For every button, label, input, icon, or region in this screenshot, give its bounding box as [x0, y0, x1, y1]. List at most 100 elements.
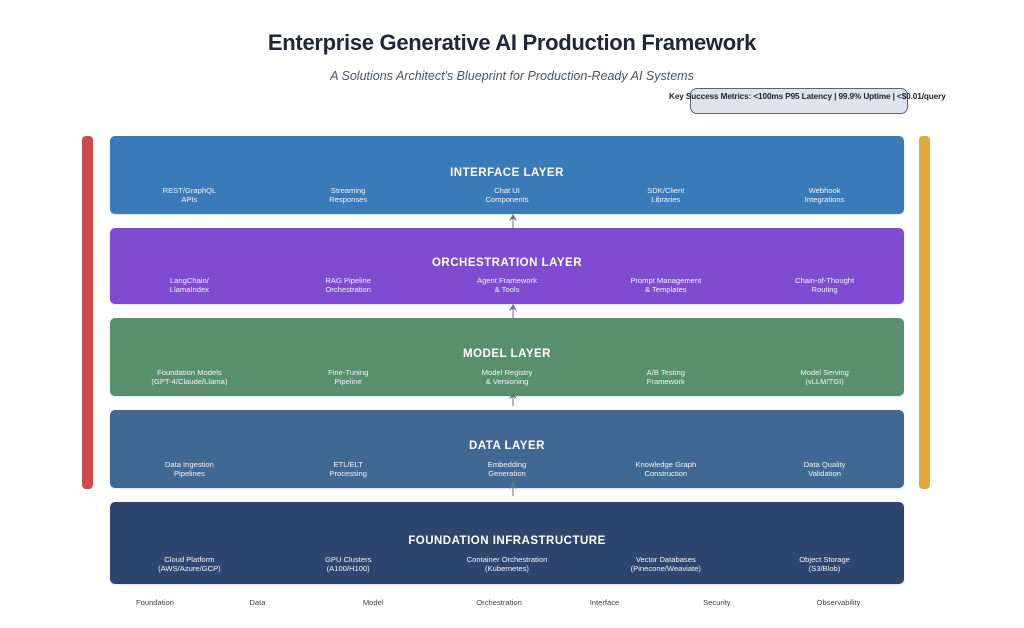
layer-item-line1: LangChain/	[169, 276, 209, 285]
legend-item-model: Model	[362, 598, 384, 607]
key-metrics-text: Key Success Metrics: <100ms P95 Latency …	[669, 92, 946, 101]
layer-item-line2: Pipeline	[334, 377, 362, 387]
layer-item[interactable]: Cloud Platform(AWS/Azure/GCP)	[110, 555, 269, 574]
layer-item[interactable]: Container Orchestration(Kubernetes)	[428, 555, 587, 574]
legend-item-security: Security	[703, 598, 731, 607]
layer-item-line2: (Pinecone/Weaviate)	[630, 564, 701, 574]
layer-item[interactable]: Model Serving(vLLM/TGI)	[745, 368, 904, 387]
layer-title: INTERFACE LAYER	[450, 167, 564, 179]
layer-model[interactable]: MODEL LAYER Foundation Models(GPT-4/Claud…	[110, 318, 904, 396]
layer-item-line1: Webhook	[808, 186, 841, 195]
layer-item-line1: Cloud Platform	[164, 555, 215, 564]
observability-rail	[919, 136, 930, 489]
layer-item-line2: Pipelines	[173, 469, 205, 479]
layer-item-line2: Generation	[488, 469, 526, 479]
connector-data-to-model	[508, 392, 518, 406]
layer-item-line2: (GPT-4/Claude/Llama)	[151, 377, 228, 387]
page-title: Enterprise Generative AI Production Fram…	[267, 30, 757, 55]
key-metrics-callout-box	[690, 88, 908, 114]
security-rail	[82, 136, 93, 489]
layer-item[interactable]: GPU Clusters(A100/H100)	[269, 555, 428, 574]
layer-item-line1: Chain-of-Thought	[795, 276, 855, 285]
layer-item-line2: Construction	[644, 469, 688, 479]
legend-item-data: Data	[249, 598, 266, 607]
diagram-header: Enterprise Generative AI Production Fram…	[0, 0, 1024, 83]
layer-item-line2: LlamaIndex	[169, 285, 210, 295]
layer-item-line1: Prompt Management	[630, 276, 702, 285]
layer-item-line2: & Tools	[494, 285, 520, 295]
layer-item-line1: SDK/Client	[647, 186, 685, 195]
layer-item-line2: Libraries	[651, 195, 681, 205]
layer-title: ORCHESTRATION LAYER	[431, 257, 583, 269]
layer-item-line1: Container Orchestration	[466, 555, 548, 564]
layer-item-line1: Embedding	[487, 460, 527, 469]
layer-items: Foundation Models(GPT-4/Claude/Llama)Fin…	[110, 368, 904, 387]
layer-item-line1: ETL/ELT	[333, 460, 363, 469]
layer-item-line1: Data Quality	[803, 460, 846, 469]
page-subtitle: A Solutions Architect's Blueprint for Pr…	[330, 69, 694, 83]
layer-item[interactable]: Agent Framework& Tools	[428, 276, 587, 295]
layer-item[interactable]: Foundation Models(GPT-4/Claude/Llama)	[110, 368, 269, 387]
layer-item[interactable]: Vector Databases(Pinecone/Weaviate)	[586, 555, 745, 574]
layer-item-line2: Integrations	[804, 195, 845, 205]
layer-item-line1: GPU Clusters	[324, 555, 372, 564]
layer-item-line2: Components	[485, 195, 529, 205]
layer-item-line2: (AWS/Azure/GCP)	[158, 564, 221, 574]
layer-title: FOUNDATION INFRASTRUCTURE	[408, 535, 606, 547]
layer-item-line2: Responses	[329, 195, 368, 205]
layer-item-line1: Fine-Tuning	[328, 368, 369, 377]
layer-item-line2: & Templates	[644, 285, 687, 295]
legend-item-foundation: Foundation	[136, 598, 174, 607]
connector-foundation-to-data	[508, 482, 518, 496]
layer-item[interactable]: Prompt Management& Templates	[586, 276, 745, 295]
layer-title: DATA LAYER	[469, 440, 545, 452]
layer-item[interactable]: LangChain/LlamaIndex	[110, 276, 269, 295]
layer-item-line2: Routing	[811, 285, 838, 295]
layer-item-line1: Data Ingestion	[164, 460, 214, 469]
layer-item-line1: Model Serving	[800, 368, 849, 377]
layer-item-line2: (A100/H100)	[326, 564, 370, 574]
layer-item-line1: Foundation Models	[157, 368, 222, 377]
layer-item[interactable]: Model Registry& Versioning	[428, 368, 587, 387]
layer-item-line2: & Versioning	[485, 377, 529, 387]
layer-item-line1: A/B Testing	[646, 368, 685, 377]
layer-items: Cloud Platform(AWS/Azure/GCP)GPU Cluster…	[110, 555, 904, 574]
layer-item-line2: Framework	[646, 377, 685, 387]
layer-title: MODEL LAYER	[463, 348, 551, 360]
layer-item[interactable]: Object Storage(S3/Blob)	[745, 555, 904, 574]
connector-model-to-orchestration	[508, 304, 518, 318]
layer-item-line1: Agent Framework	[477, 276, 537, 285]
layer-item-line1: Object Storage	[799, 555, 850, 564]
layer-item-line2: Orchestration	[325, 285, 371, 295]
legend-item-observability: Observability	[816, 598, 861, 607]
layer-item-line1: REST/GraphQL	[162, 186, 217, 195]
layer-item-line2: (Kubernetes)	[485, 564, 529, 574]
legend-item-orchestration: Orchestration	[476, 598, 522, 607]
layer-item-line1: Model Registry	[481, 368, 533, 377]
layer-item-line2: (S3/Blob)	[808, 564, 841, 574]
layer-item-line2: Validation	[808, 469, 841, 479]
